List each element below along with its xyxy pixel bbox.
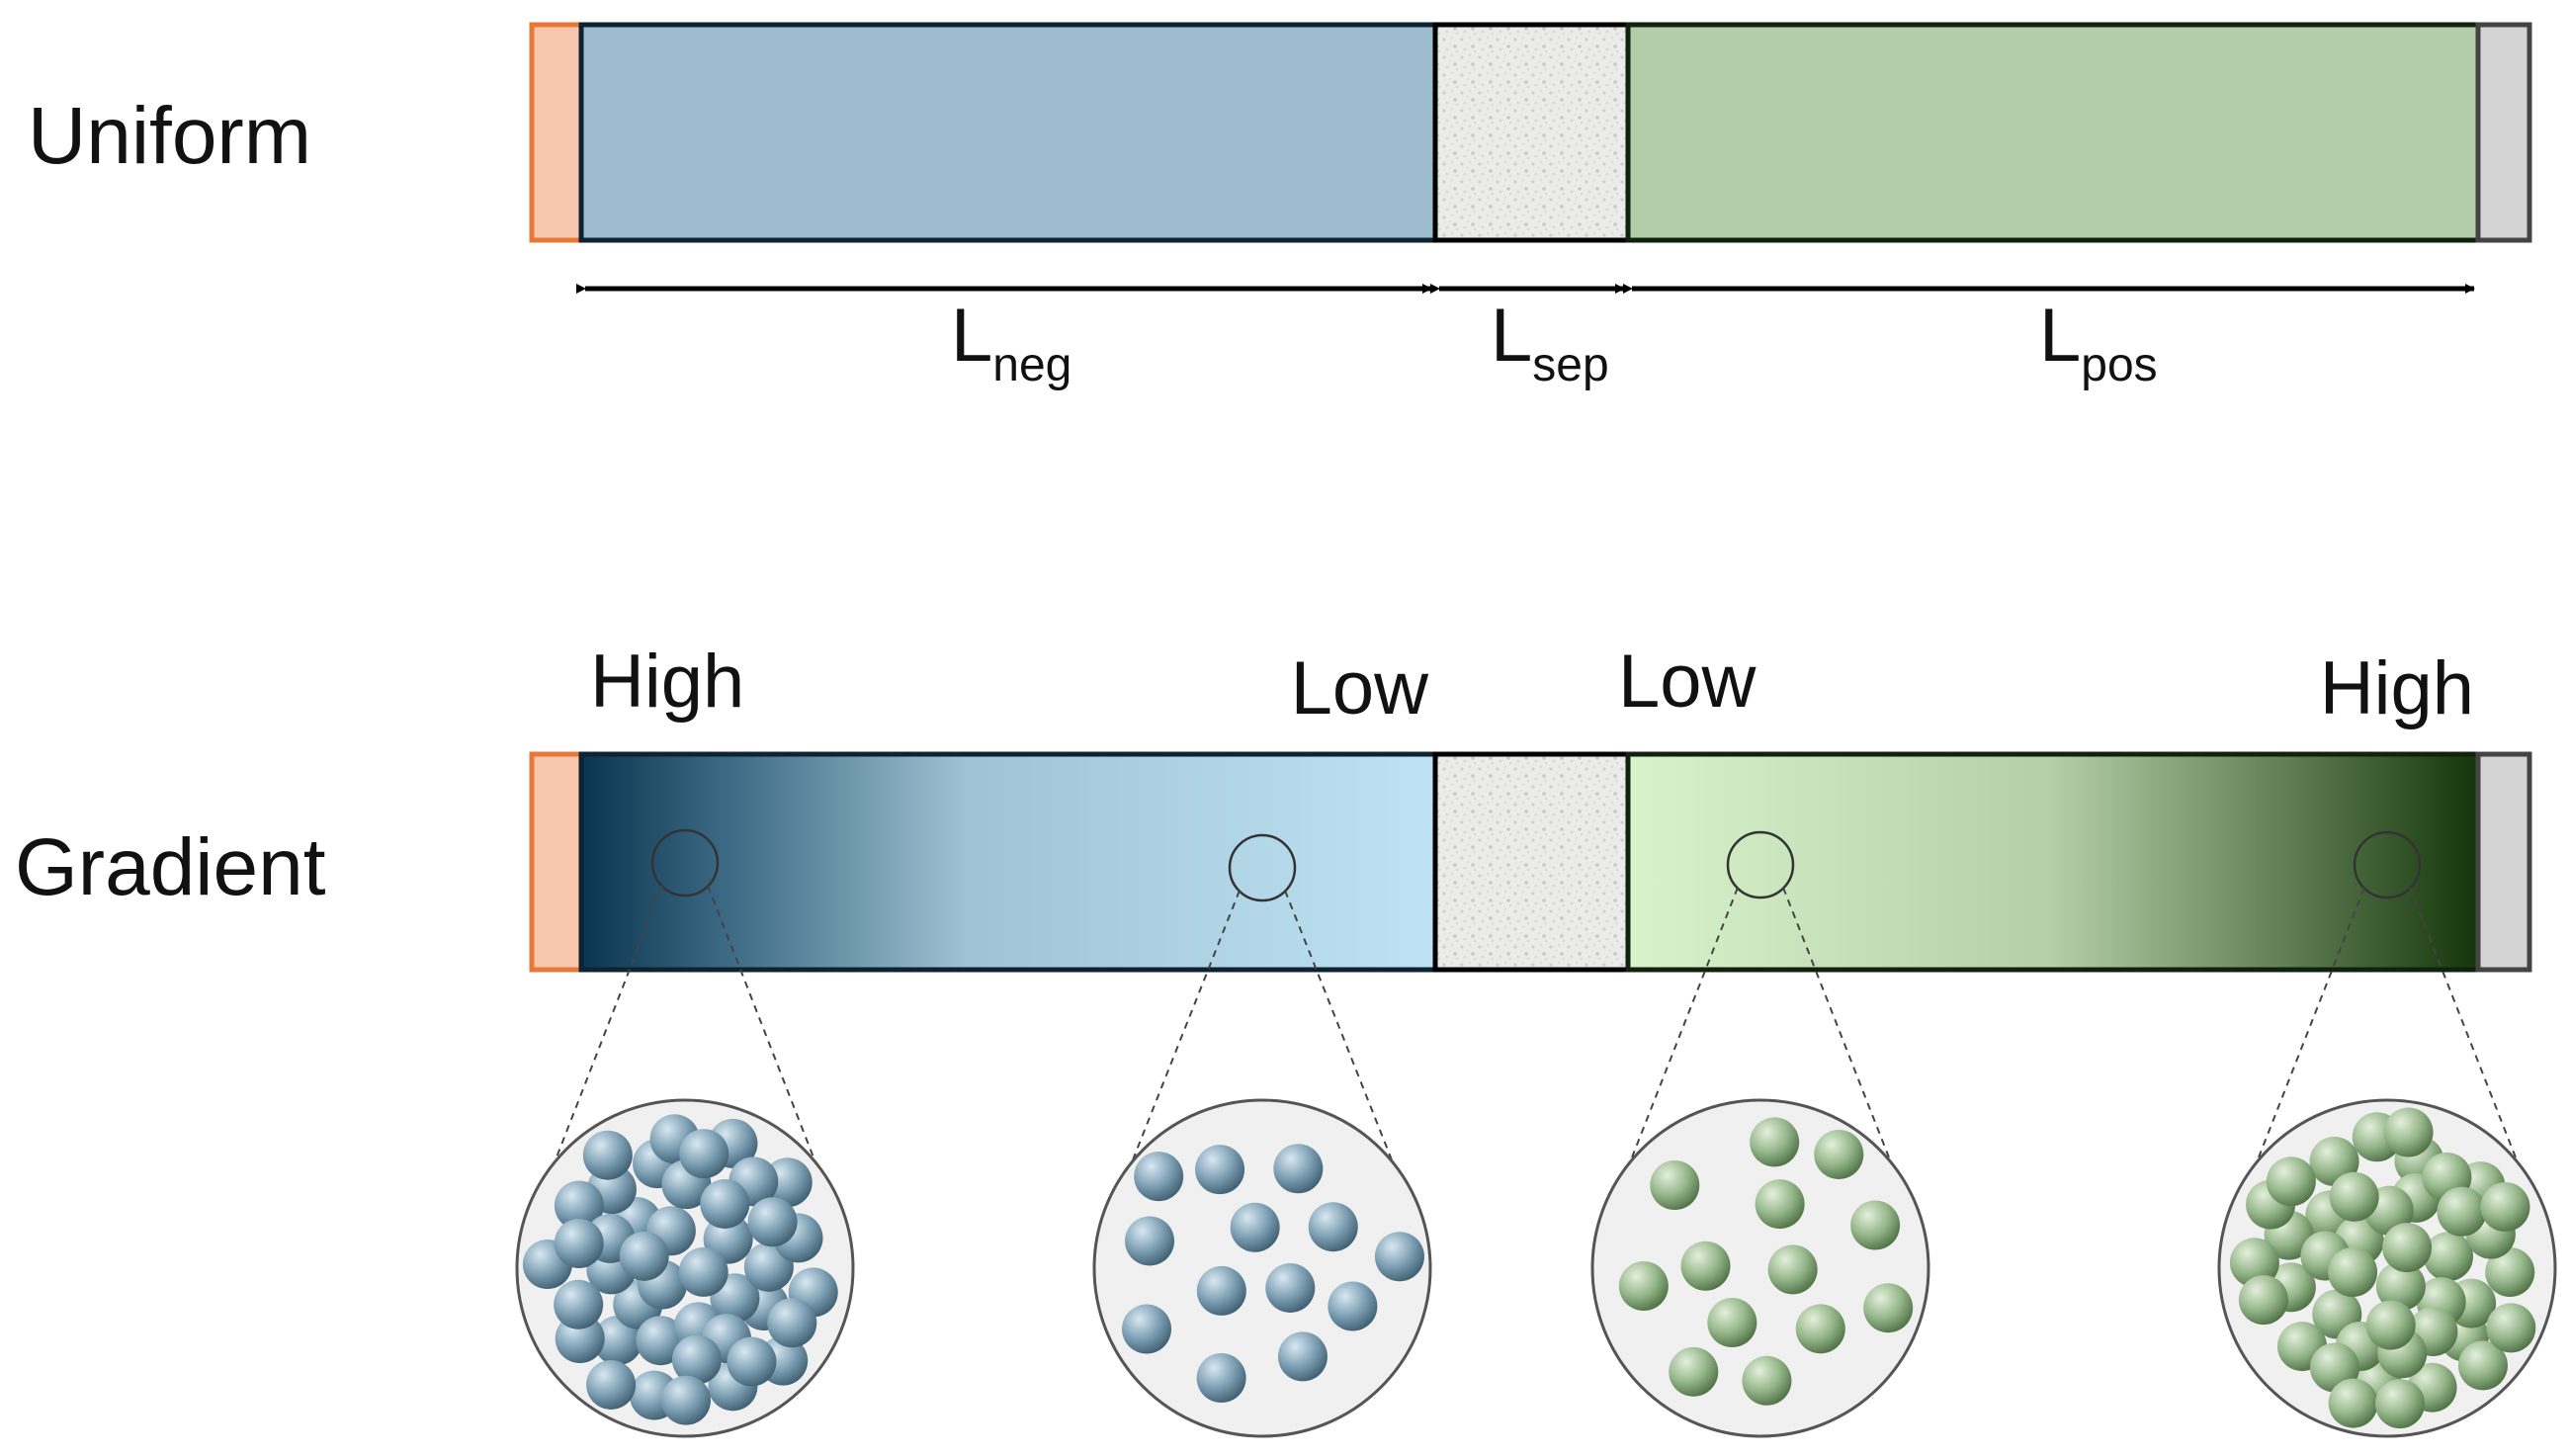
active-particle [1230, 1202, 1280, 1252]
zoom-connector-line [707, 885, 817, 1164]
active-particle [554, 1180, 604, 1231]
separator [1432, 751, 1631, 973]
zoom-inset-negative-high [515, 828, 855, 1438]
active-particle [1742, 1355, 1792, 1406]
zoom-inset-positive-high [2217, 830, 2557, 1438]
active-particle [2238, 1275, 2288, 1326]
active-particle [1196, 1353, 1246, 1404]
active-particle [2266, 1156, 2316, 1207]
gradient-row-label: Gradient [15, 822, 326, 912]
active-particle [1122, 1304, 1172, 1354]
active-particle [2229, 1238, 2279, 1288]
neg-low-label: Low [1291, 646, 1430, 730]
active-particle [679, 1129, 729, 1179]
active-particle [582, 1130, 633, 1180]
neg-high-label: High [590, 640, 744, 724]
zoom-source-circle [650, 828, 720, 898]
active-particle [2457, 1340, 2508, 1391]
negative-electrode-gradient [578, 751, 1438, 973]
pos-low-label: Low [1618, 640, 1757, 724]
zoom-connector-line [553, 885, 663, 1164]
zoom-insets [515, 828, 2557, 1438]
active-particle [1196, 1265, 1246, 1316]
active-particle [661, 1375, 712, 1425]
active-particle [2329, 1171, 2379, 1222]
active-particle [678, 1246, 728, 1297]
active-particle [1277, 1331, 1328, 1382]
active-particle [671, 1334, 722, 1385]
active-particle [1265, 1262, 1316, 1313]
active-particle [2485, 1246, 2535, 1297]
active-particle [2365, 1300, 2416, 1350]
active-particle [1650, 1160, 1700, 1211]
active-particle [1374, 1232, 1424, 1282]
active-particle [700, 1178, 750, 1229]
pos-high-label: High [2320, 646, 2474, 730]
l-pos-label: Lpos [2039, 294, 2158, 391]
active-particle [2480, 1182, 2530, 1233]
active-particle [554, 1279, 604, 1329]
active-particle [1125, 1216, 1175, 1266]
active-particle [2374, 1379, 2425, 1429]
positive-current-collector [2475, 22, 2532, 243]
active-particle [2383, 1107, 2434, 1157]
active-particle [1134, 1152, 1184, 1202]
active-particle [1750, 1117, 1800, 1167]
active-particle [2424, 1232, 2474, 1282]
active-particle [619, 1231, 669, 1281]
separator [1432, 22, 1631, 243]
negative-electrode [578, 22, 1438, 243]
active-particle [1618, 1261, 1669, 1312]
active-particle [2328, 1378, 2378, 1428]
active-particle [1814, 1129, 1864, 1179]
active-particle [1195, 1145, 1245, 1195]
active-particle [554, 1218, 604, 1268]
uniform-row-label: Uniform [28, 91, 311, 181]
negative-current-collector [529, 751, 584, 973]
zoom-connector-line [1284, 890, 1395, 1164]
active-particle [2486, 1303, 2536, 1353]
active-particle [1755, 1179, 1805, 1230]
active-particle [586, 1359, 637, 1410]
negative-current-collector [529, 22, 584, 243]
zoom-connector-line [1130, 890, 1241, 1164]
active-particle [2437, 1186, 2487, 1237]
active-particle [747, 1197, 798, 1247]
dimension-labels: Lneg Lsep Lpos [951, 294, 2158, 391]
active-particle [593, 1316, 643, 1366]
active-particle [727, 1336, 777, 1387]
zoom-source-circle [1228, 833, 1297, 902]
zoom-connector-line [2409, 887, 2520, 1164]
l-sep-label: Lsep [1491, 294, 1609, 391]
positive-current-collector [2475, 751, 2532, 973]
l-neg-label: Lneg [951, 294, 1071, 391]
zoom-source-circle [2353, 830, 2422, 899]
zoom-source-circle [1726, 830, 1795, 899]
zoom-connector-line [1628, 887, 1739, 1164]
active-particle [1863, 1283, 1914, 1333]
positive-electrode-gradient [1625, 751, 2481, 973]
zoom-connector-line [1782, 887, 1893, 1164]
active-particle [1707, 1298, 1757, 1348]
active-particle [767, 1298, 817, 1348]
active-particle [1767, 1244, 1818, 1295]
active-particle [1680, 1241, 1731, 1291]
zoom-inset-negative-low [1092, 833, 1432, 1438]
gradient-cell [529, 751, 2532, 973]
zoom-inset-positive-low [1590, 830, 1930, 1438]
active-particle [1308, 1202, 1358, 1252]
active-particle [2375, 1261, 2426, 1312]
active-particle [1669, 1346, 1719, 1397]
active-particle [636, 1316, 686, 1366]
active-particle [1328, 1281, 1378, 1331]
zoom-connector-line [2255, 887, 2365, 1164]
active-particle [2382, 1223, 2433, 1273]
uniform-cell [529, 22, 2532, 243]
active-particle [2328, 1247, 2378, 1298]
active-particle [1273, 1144, 1324, 1194]
active-particle [1850, 1200, 1901, 1250]
positive-electrode [1625, 22, 2481, 243]
active-particle [1795, 1304, 1845, 1354]
